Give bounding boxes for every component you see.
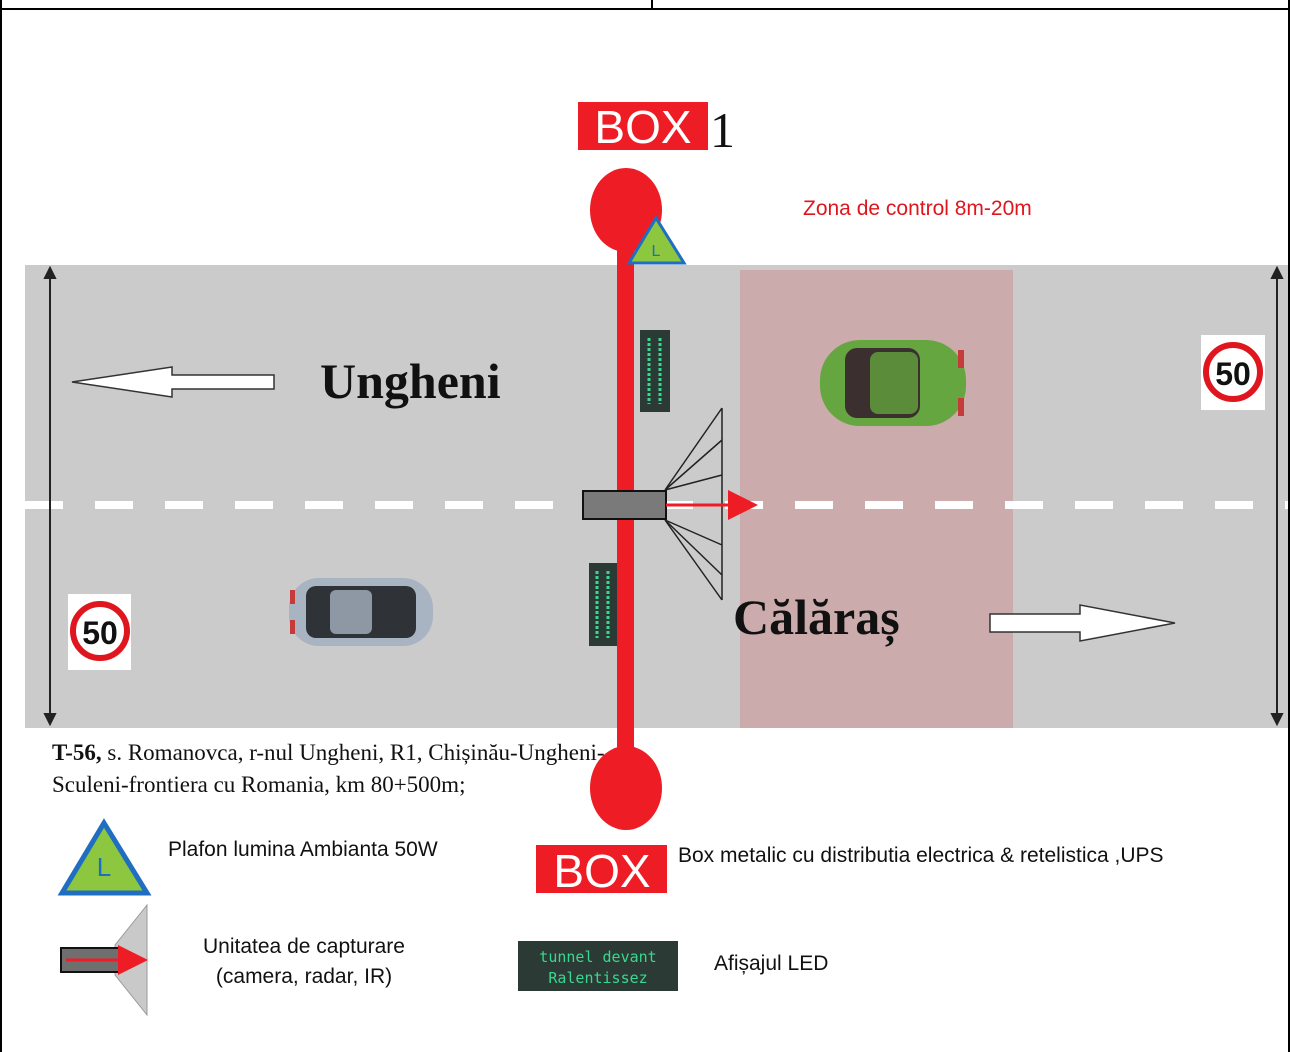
legend-box-text: Box metalic cu distributia electrica & r… (678, 844, 1164, 867)
legend-lamp-icon (57, 818, 152, 896)
speed-limit-value-left: 50 (82, 615, 118, 651)
led-sign-lower (589, 563, 617, 646)
lamp-icon (626, 215, 687, 265)
car-silver (289, 578, 433, 646)
legend-capture-line2: (camera, radar, IR) (216, 965, 392, 988)
legend-capture-icon (60, 903, 148, 1017)
direction-label-right: Călăraș (733, 589, 900, 648)
speed-limit-sign-left: 50 (68, 594, 131, 670)
direction-label-left: Ungheni (320, 353, 501, 409)
capture-unit (582, 407, 758, 601)
table-top-border (0, 8, 1290, 10)
arrow-right-icon (989, 604, 1176, 642)
pole-top-base (590, 168, 662, 252)
road-width-marker-right (1270, 265, 1284, 727)
road-width-marker-left (43, 265, 57, 727)
location-text: s. Romanovca, r-nul Ungheni, R1, Chișină… (52, 740, 605, 797)
led-sign-upper (640, 330, 670, 412)
legend-box-bg (536, 845, 667, 893)
legend-lamp-letter: L (97, 852, 111, 882)
legend-lamp-text: Plafon lumina Ambianta 50W (168, 838, 438, 861)
box-number-top: 1 (710, 102, 735, 158)
table-column-divider (651, 0, 653, 9)
legend-led-line1: tunnel devant (539, 948, 656, 966)
lamp-letter-on-pole: L (652, 243, 661, 260)
control-zone-label: Zona de control 8m-20m (803, 197, 1032, 220)
legend-capture-line1: Unitatea de capturare (203, 935, 405, 958)
pole-bottom-base (590, 746, 662, 830)
control-zone (740, 270, 1013, 728)
location-description: T-56, s. Romanovca, r-nul Ungheni, R1, C… (52, 737, 612, 801)
speed-limit-value-right: 50 (1215, 356, 1251, 392)
box-label-top-bg (578, 102, 708, 150)
legend-led-line2: Ralentissez (548, 969, 647, 987)
legend-led-sign (518, 941, 678, 991)
arrow-left-icon (71, 366, 275, 398)
location-code: T-56, (52, 740, 102, 765)
car-green (820, 340, 966, 426)
legend-box-label: BOX (553, 845, 650, 897)
speed-limit-sign-right: 50 (1201, 335, 1265, 410)
box-label-top: BOX (594, 101, 691, 153)
legend-led-text: Afișajul LED (714, 952, 828, 975)
